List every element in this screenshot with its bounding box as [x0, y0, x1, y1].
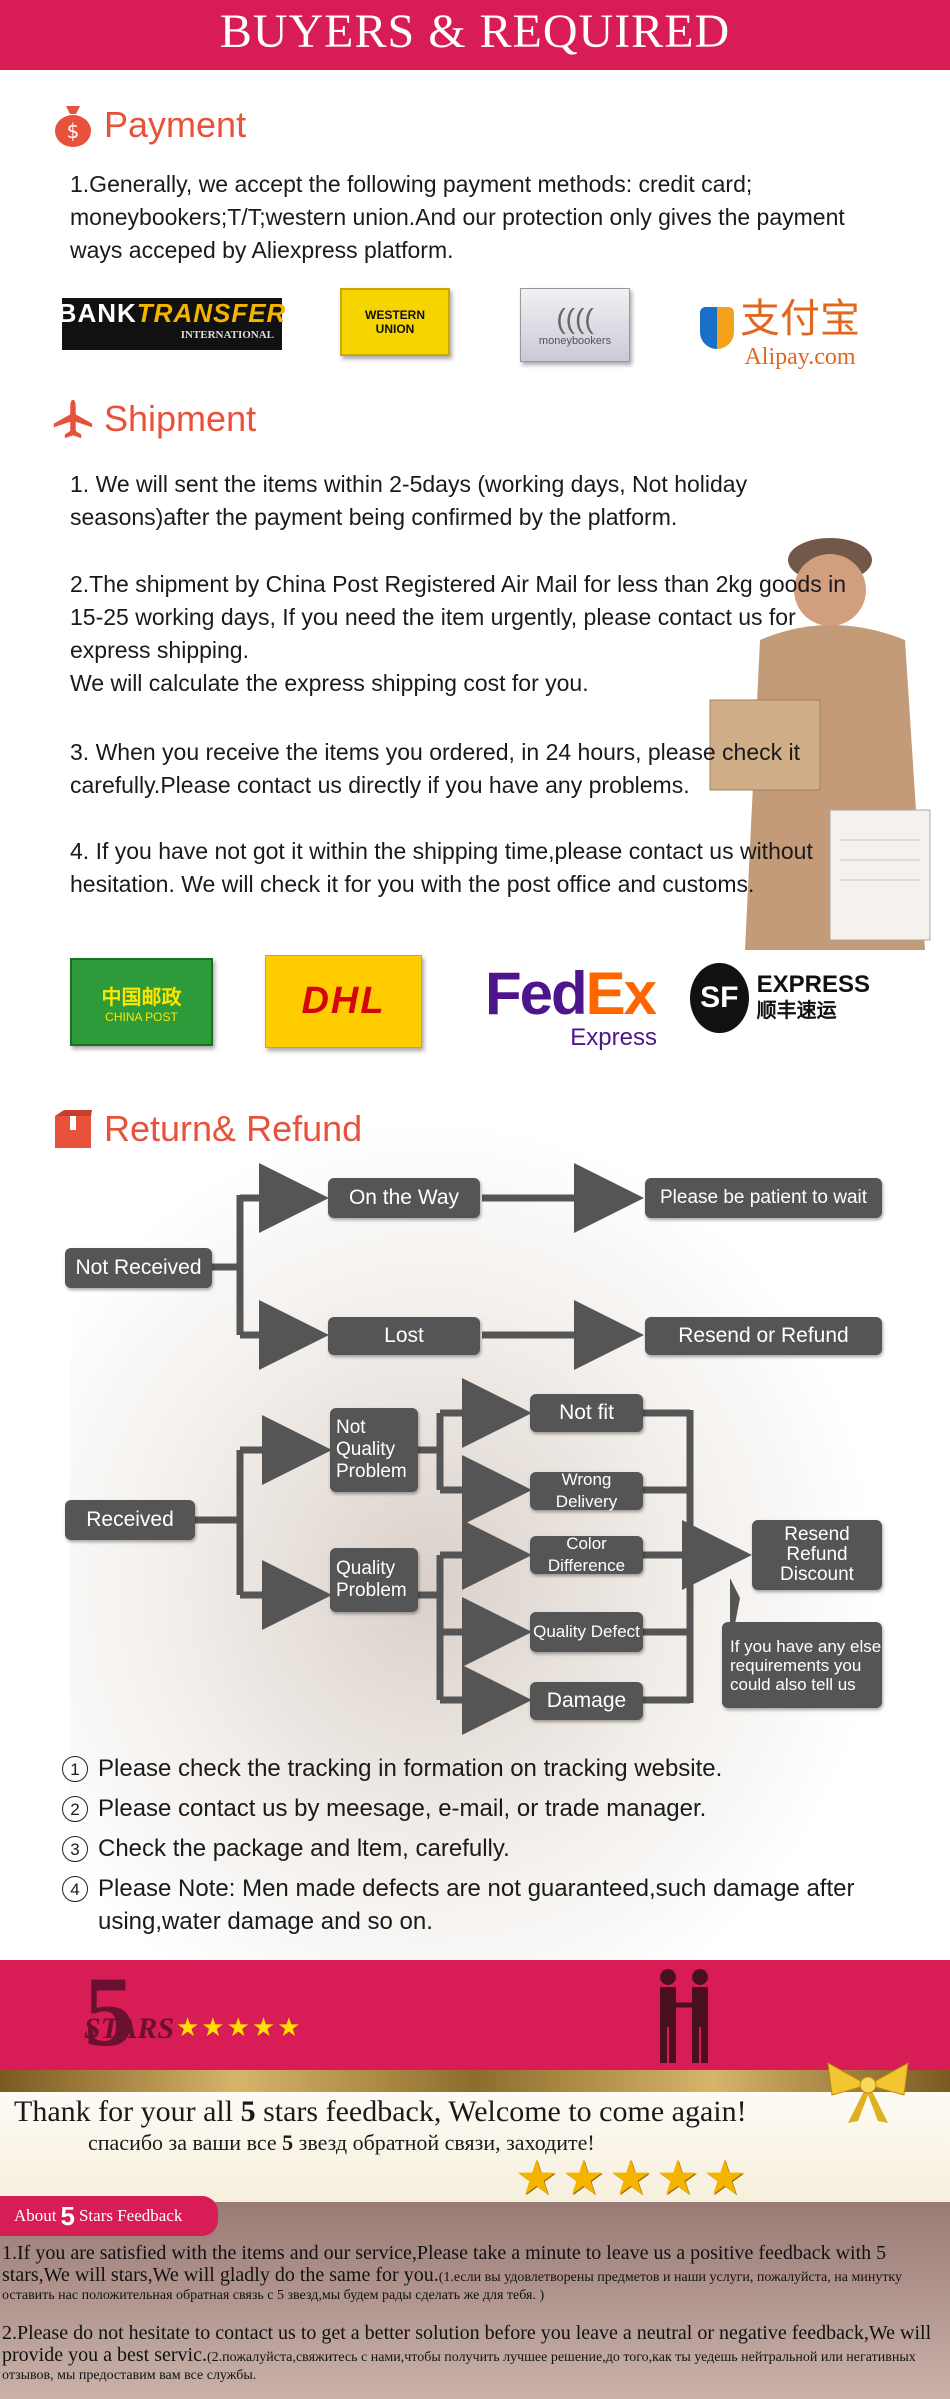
thanks-russian: спасибо за ваши все 5 звезд обратной свя…: [88, 2130, 595, 2155]
flow-damage: Damage: [530, 1682, 643, 1720]
alipay-logo: 支付宝 Alipay.com: [680, 288, 880, 370]
flow-not-fit: Not fit: [530, 1394, 643, 1432]
rating-stars: ★★★★★: [176, 2012, 303, 2042]
package-icon: [52, 1108, 94, 1150]
flow-be-patient: Please be patient to wait: [645, 1178, 882, 1218]
note-text: Please Note: Men made defects are not gu…: [98, 1875, 855, 1935]
shipment-para-4: 4. If you have not got it within the shi…: [70, 838, 813, 897]
handshake-people-icon: [660, 1969, 708, 2063]
thanks-english: Thank for your all 5 stars feedback, Wel…: [14, 2095, 747, 2128]
refund-note-1: 1 Please check the tracking in formation…: [62, 1752, 722, 1785]
svg-text:$: $: [67, 119, 80, 143]
fedex-logo: FedEx Express: [484, 960, 657, 1052]
feedback-item-1: 1.If you are satisfied with the items an…: [2, 2242, 903, 2303]
note-number: 1: [62, 1756, 88, 1782]
bank-transfer-logo: BANKTRANSFER INTERNATIONAL: [58, 298, 285, 350]
alipay-shield-icon: [700, 307, 734, 349]
five-stars-banner: 5 STARS ★★★★★: [0, 1960, 950, 2070]
shipment-para-2: 2.The shipment by China Post Registered …: [70, 571, 847, 663]
note-number: 4: [62, 1876, 88, 1902]
shipment-heading-label: Shipment: [104, 398, 257, 439]
flow-lost: Lost: [328, 1317, 480, 1355]
refund-note-2: 2 Please contact us by meesage, e-mail, …: [62, 1792, 706, 1825]
shipment-para-1: 1. We will sent the items within 2-5days…: [70, 471, 748, 530]
gold-bow-icon: [827, 2062, 909, 2123]
flow-resend-or-refund: Resend or Refund: [645, 1317, 882, 1355]
big-gold-stars: ★★★★★: [515, 2152, 751, 2205]
china-post-logo: 中国邮政 CHINA POST: [70, 958, 213, 1046]
feedback-item-2: 2.Please do not hesitate to contact us t…: [2, 2322, 932, 2383]
refund-heading-label: Return& Refund: [104, 1108, 363, 1149]
shipment-heading: Shipment: [52, 398, 256, 440]
flow-wrong-delivery: Wrong Delivery: [530, 1470, 643, 1511]
flow-quality-problem: Quality Problem: [330, 1548, 418, 1612]
flow-color-difference: Color Difference: [530, 1534, 643, 1575]
refund-note-3: 3 Check the package and ltem, carefully.: [62, 1832, 510, 1865]
five-numeral: 5: [84, 1956, 134, 2067]
header-banner: BUYERS & REQUIRED: [0, 0, 950, 70]
shipment-para-2b: We will calculate the express shipping c…: [70, 670, 589, 696]
flow-on-the-way: On the Way: [328, 1178, 480, 1218]
airplane-icon: [52, 398, 94, 440]
flow-not-quality-problem: Not Quality Problem: [330, 1408, 418, 1492]
stars-word: STARS: [84, 2012, 175, 2045]
refund-note-4: 4 Please Note: Men made defects are not …: [62, 1872, 882, 1938]
moneybookers-logo: (((( moneybookers: [520, 288, 630, 362]
flow-received: Received: [65, 1500, 195, 1540]
flow-resend-refund-discount: Resend Refund Discount: [752, 1520, 882, 1590]
payment-heading-label: Payment: [104, 104, 247, 145]
page-title: BUYERS & REQUIRED: [219, 5, 731, 58]
sf-express-logo: SF EXPRESS 顺丰速运: [690, 958, 870, 1038]
money-bag-icon: $: [52, 104, 94, 147]
flow-not-received: Not Received: [65, 1248, 212, 1288]
note-text: Check the package and ltem, carefully.: [98, 1835, 510, 1862]
note-text: Please check the tracking in formation o…: [98, 1755, 723, 1782]
courier-illustration: [709, 538, 931, 950]
payment-text: 1.Generally, we accept the following pay…: [70, 171, 845, 263]
payment-heading: $ Payment: [52, 104, 247, 147]
note-number: 3: [62, 1836, 88, 1862]
flow-quality-defect: Quality Defect: [530, 1612, 643, 1652]
note-number: 2: [62, 1796, 88, 1822]
shipment-para-3: 3. When you receive the items you ordere…: [70, 739, 801, 798]
moneybookers-rings-icon: ((((: [556, 303, 594, 334]
gold-divider: [0, 2070, 950, 2092]
dhl-logo: DHL: [265, 955, 422, 1048]
thanks-area: [0, 2092, 950, 2202]
note-text: Please contact us by meesage, e-mail, or…: [98, 1795, 707, 1822]
refund-heading: Return& Refund: [52, 1108, 362, 1150]
flow-requirements-note: If you have any else requirements you co…: [722, 1622, 882, 1708]
